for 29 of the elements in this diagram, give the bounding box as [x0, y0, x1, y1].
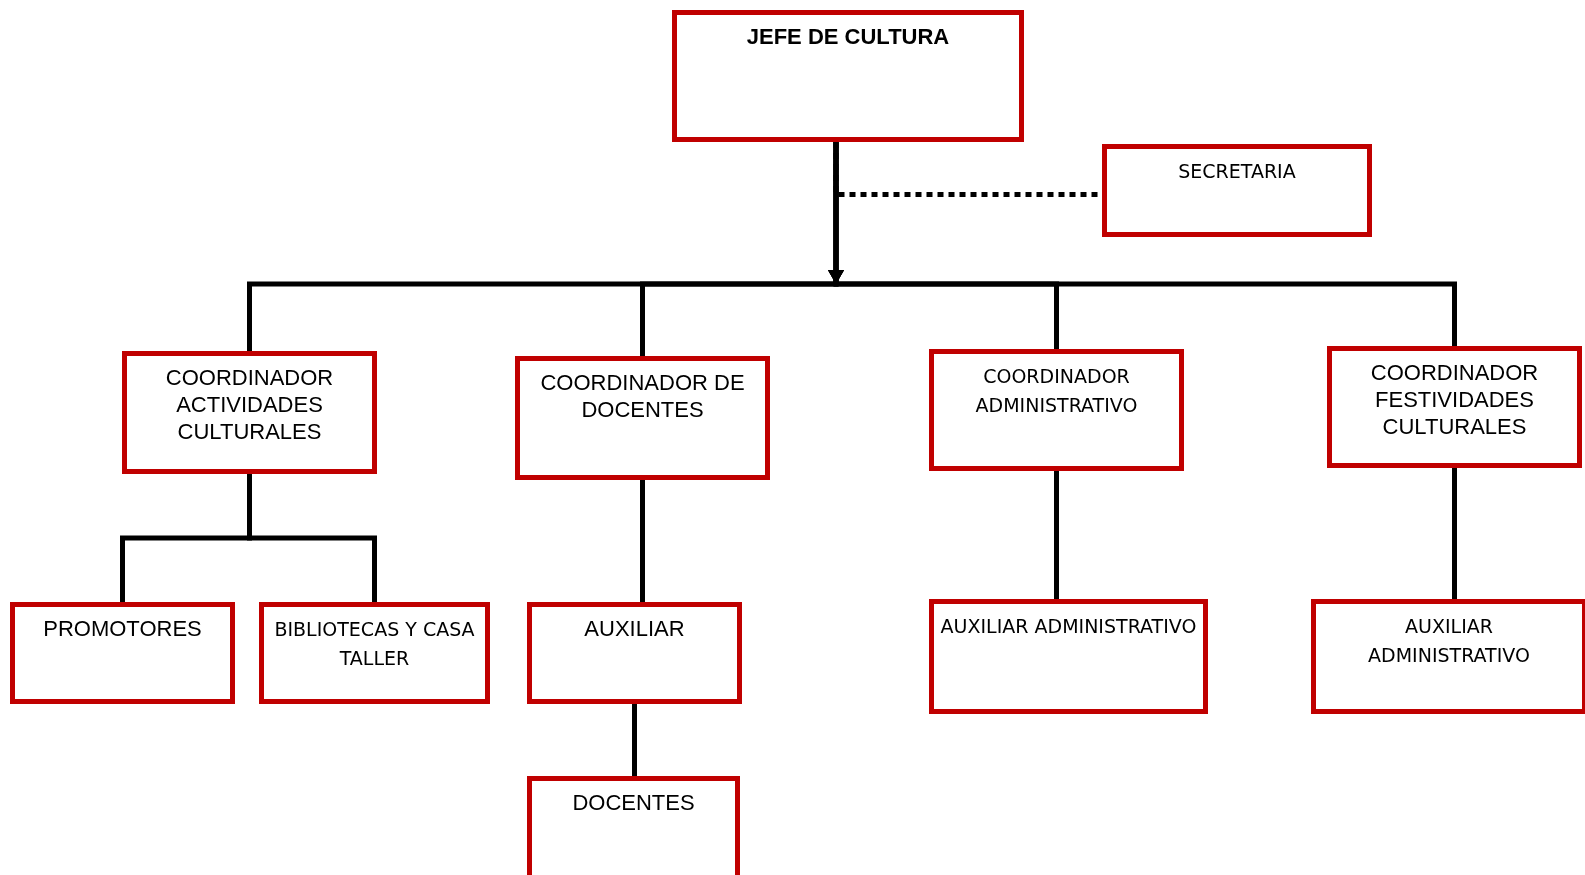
role-label: BIBLIOTECAS Y CASA TALLER: [273, 617, 476, 671]
org-box: [527, 776, 740, 875]
org-box: [515, 356, 770, 480]
org-box: [122, 351, 377, 474]
org-box: [672, 10, 1024, 142]
role-label: DOCENTES: [572, 789, 695, 816]
role-label: AUXILIAR: [584, 615, 685, 642]
connector-line: [247, 474, 377, 602]
role-label: AUXILIAR ADMINISTRATIVO: [1367, 614, 1531, 668]
role-label: JEFE DE CULTURA: [746, 23, 950, 50]
role-label: COORDINADOR ACTIVIDADES CULTURALES: [164, 364, 335, 445]
org-box: [1327, 346, 1582, 468]
role-label: COORDINADOR ADMINISTRATIVO: [974, 364, 1139, 418]
role-label: COORDINADOR FESTIVIDADES CULTURALES: [1369, 359, 1540, 440]
org-box: [929, 599, 1208, 714]
org-box: [1311, 599, 1585, 714]
role-label: SECRETARIA: [1178, 159, 1296, 184]
org-box: [1102, 144, 1372, 237]
connector-line: [1452, 468, 1457, 599]
connector-line: [640, 480, 645, 602]
org-box: [929, 349, 1184, 471]
connector-line: [632, 704, 637, 776]
role-label: COORDINADOR DE DOCENTES: [539, 369, 746, 423]
org-box: [527, 602, 742, 704]
connector-line: [1054, 471, 1059, 599]
role-label: PROMOTORES: [43, 615, 202, 642]
org-box: [10, 602, 235, 704]
org-box: [259, 602, 490, 704]
role-label: AUXILIAR ADMINISTRATIVO: [940, 614, 1197, 639]
